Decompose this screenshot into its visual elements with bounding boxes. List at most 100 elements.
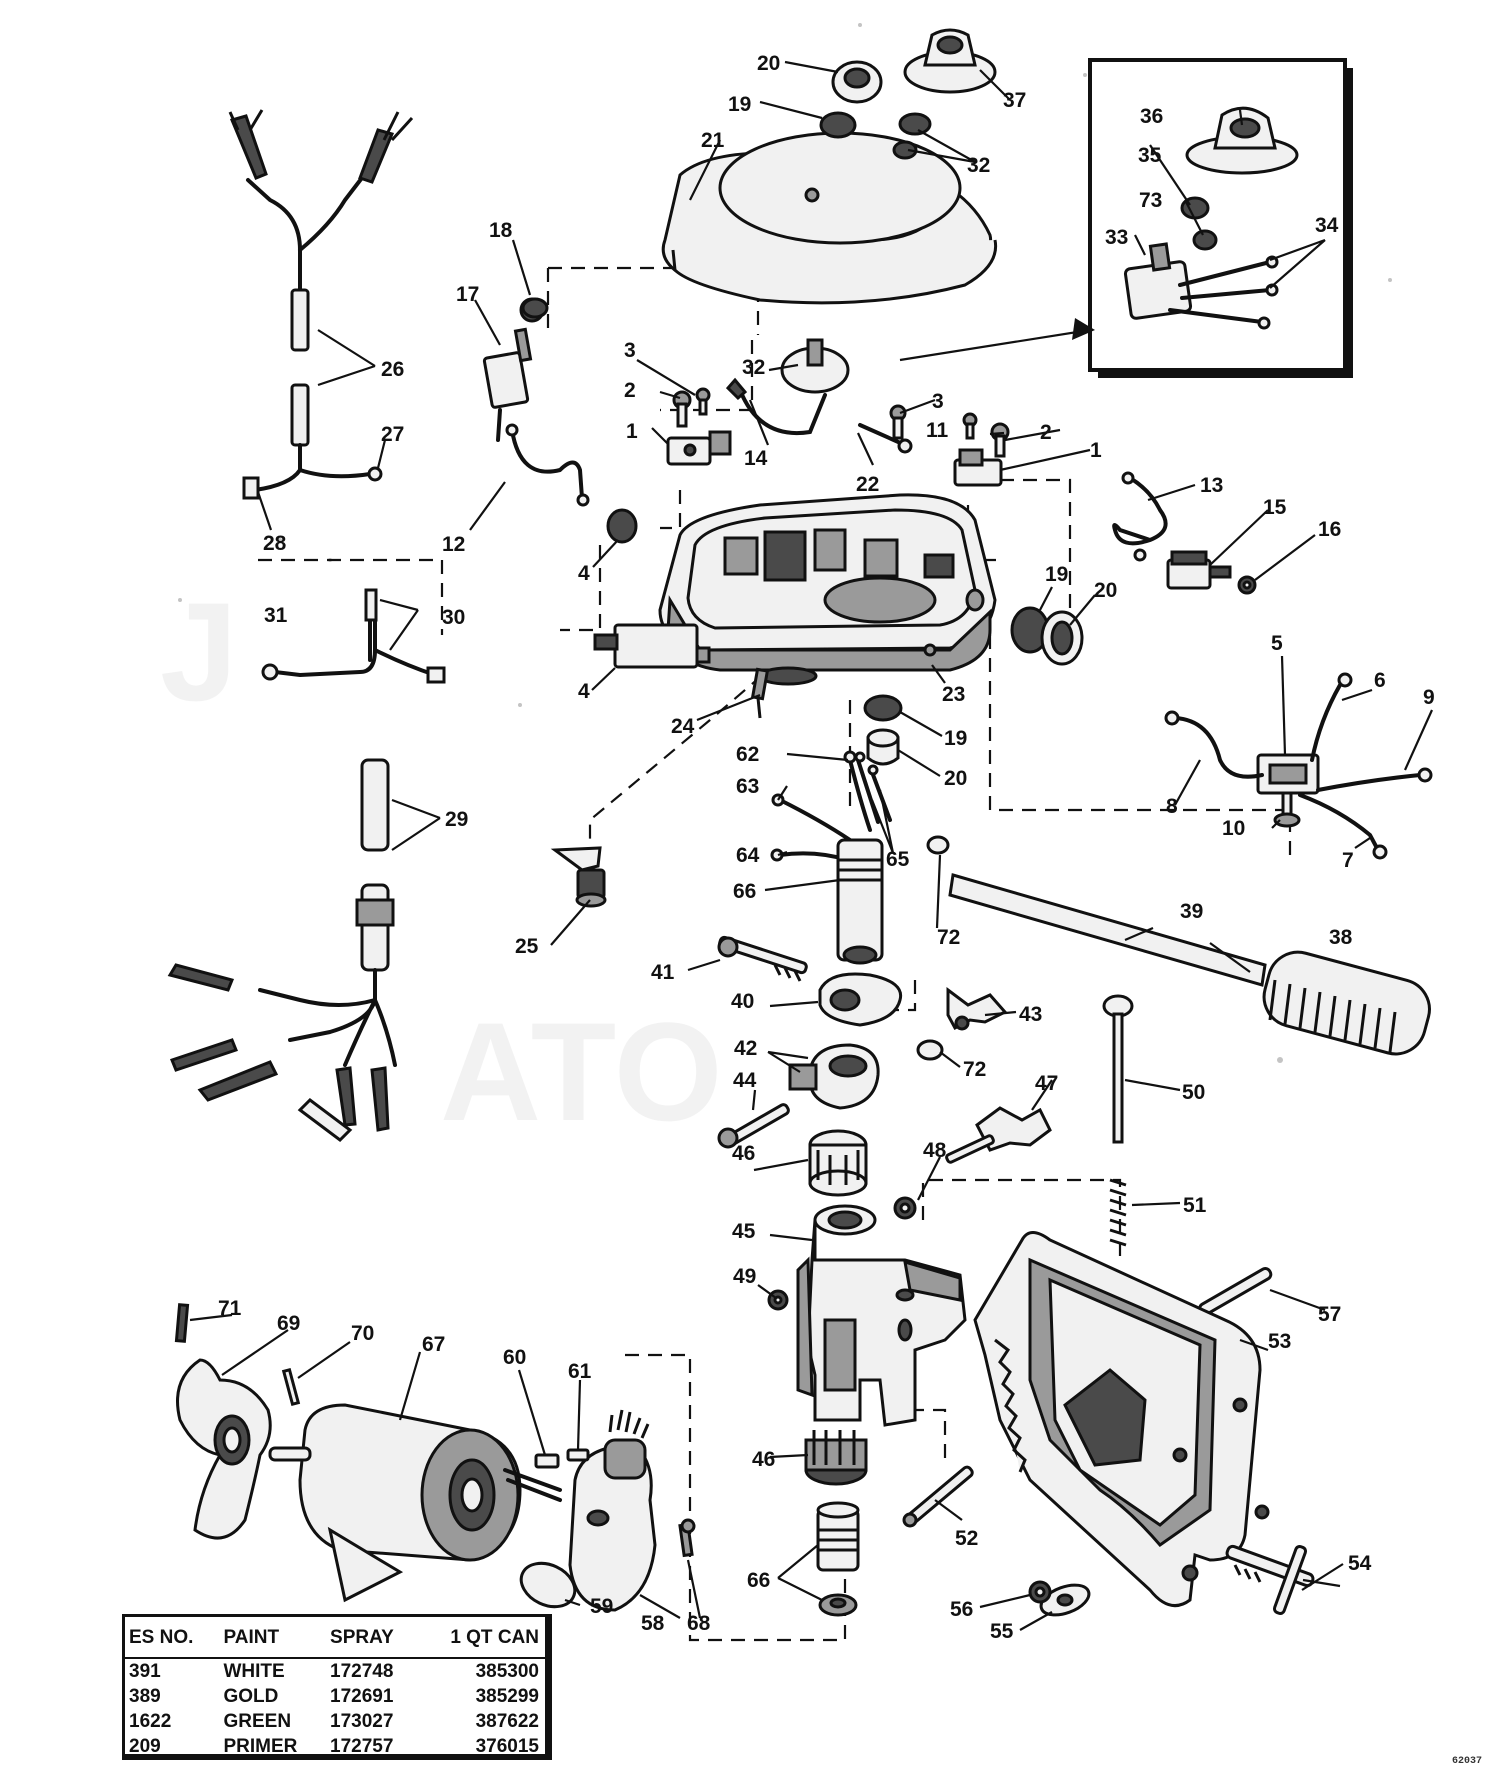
motor-67	[268, 1403, 562, 1603]
callout-23: 23	[942, 683, 965, 706]
callout-66a: 66	[733, 880, 756, 903]
callout-34: 34	[1315, 214, 1339, 237]
callout-25: 25	[515, 935, 539, 958]
callout-14: 14	[744, 447, 768, 470]
callout-40: 40	[731, 990, 754, 1013]
paint-table-grid: ES NO. PAINT SPRAY 1 QT CAN 391 WHITE 17…	[125, 1617, 545, 1759]
callout-18: 18	[489, 219, 513, 242]
switch-17-and-wire-12	[482, 297, 590, 507]
callout-56: 56	[950, 1598, 973, 1621]
callout-17: 17	[456, 283, 479, 306]
callout-68: 68	[687, 1612, 711, 1635]
callout-38: 38	[1329, 926, 1353, 949]
paint-table-header-row: ES NO. PAINT SPRAY 1 QT CAN	[125, 1617, 545, 1659]
callout-66b: 66	[747, 1569, 770, 1592]
cell-spray: 173027	[330, 1711, 394, 1732]
callout-46b: 46	[752, 1448, 775, 1471]
screw-24	[750, 667, 770, 701]
bushing-46-upper	[808, 1129, 868, 1197]
callout-labels: 20 19 21 37 32 18 17 26 27 28 32 3 2 1 1…	[218, 52, 1435, 1643]
battery-cable-assembly-lower	[167, 588, 446, 1142]
table-row: 1622 GREEN 173027 387622	[125, 1709, 545, 1734]
callout-71: 71	[218, 1297, 242, 1320]
paint-table: ES NO. PAINT SPRAY 1 QT CAN 391 WHITE 17…	[122, 1614, 552, 1760]
clamp-40-and-bolt-41	[717, 935, 903, 1027]
wing-nut-43	[946, 987, 1008, 1031]
callout-73: 73	[1139, 189, 1162, 212]
callout-54: 54	[1348, 1552, 1372, 1575]
tube-parts-66-lower	[816, 1501, 860, 1617]
callout-4a: 4	[578, 562, 590, 585]
callout-46a: 46	[732, 1142, 755, 1165]
cell-es-no: 391	[129, 1661, 161, 1682]
callout-32b: 32	[742, 356, 765, 379]
callout-13: 13	[1200, 474, 1223, 497]
svg-text:ATO: ATO	[440, 993, 723, 1150]
callout-49: 49	[733, 1265, 756, 1288]
toggle-switch-15	[1112, 471, 1257, 595]
callout-63: 63	[736, 775, 759, 798]
callout-67: 67	[422, 1333, 445, 1356]
wing-nut-47-and-washer-48	[893, 1106, 1052, 1220]
callout-21: 21	[701, 129, 725, 152]
callout-47: 47	[1035, 1072, 1058, 1095]
header-paint: PAINT	[219, 1617, 327, 1659]
leader-lines	[189, 60, 1434, 1631]
callout-45: 45	[732, 1220, 756, 1243]
callout-4b: 4	[578, 680, 590, 703]
cell-es-no: 209	[129, 1736, 161, 1757]
header-es-no: ES NO.	[125, 1617, 220, 1659]
callout-72a: 72	[937, 926, 960, 949]
cell-qt-can: 385299	[475, 1686, 539, 1707]
callout-28: 28	[263, 532, 287, 555]
control-housing	[658, 493, 997, 686]
callout-59: 59	[590, 1595, 613, 1618]
cell-qt-can: 376015	[475, 1736, 539, 1757]
callout-22: 22	[856, 473, 879, 496]
callout-33: 33	[1105, 226, 1128, 249]
swivel-bracket-45	[767, 1204, 967, 1427]
callout-20c: 20	[944, 767, 967, 790]
top-cover-plate	[661, 131, 998, 305]
callout-9: 9	[1423, 686, 1435, 709]
callout-31: 31	[264, 604, 288, 627]
clamp-42-and-bolt-44	[717, 1043, 880, 1149]
cell-paint: GOLD	[223, 1686, 279, 1707]
callout-2a: 2	[624, 379, 636, 402]
callout-12: 12	[442, 533, 465, 556]
callout-61: 61	[568, 1360, 592, 1383]
end-cap-58	[534, 1409, 696, 1612]
o-ring-59	[519, 1561, 577, 1609]
tiller-handle-assembly	[916, 835, 1431, 1061]
bushings-right	[863, 606, 1084, 766]
callout-53: 53	[1268, 1330, 1291, 1353]
background-watermark: J ATO	[160, 23, 1392, 1150]
cell-es-no: 1622	[129, 1711, 172, 1732]
callout-30: 30	[442, 606, 465, 629]
cover-knobs-and-bushings	[521, 28, 997, 319]
figure-number: 62037	[1451, 1756, 1482, 1767]
callout-32a: 32	[967, 154, 990, 177]
condenser-and-relay	[593, 508, 762, 719]
callout-64: 64	[736, 844, 760, 867]
cell-paint: WHITE	[223, 1661, 285, 1682]
callout-41: 41	[651, 961, 675, 984]
cell-qt-can: 387622	[475, 1711, 539, 1732]
cell-qt-can: 385300	[475, 1661, 539, 1682]
callout-24: 24	[671, 715, 695, 738]
part-25-bracket	[550, 846, 607, 908]
cell-spray: 172757	[330, 1736, 394, 1757]
bushing-46-lower	[804, 1430, 868, 1486]
callout-62: 62	[736, 743, 759, 766]
cell-spray: 172748	[330, 1661, 394, 1682]
callout-52: 52	[955, 1527, 978, 1550]
callout-8: 8	[1166, 795, 1178, 818]
callout-27: 27	[381, 423, 404, 446]
callout-20a: 20	[757, 52, 780, 75]
callout-37: 37	[1003, 89, 1026, 112]
inset-detail	[899, 58, 1353, 378]
callout-60: 60	[503, 1346, 526, 1369]
table-row: 389 GOLD 172691 385299	[125, 1684, 545, 1709]
callout-19b: 19	[1045, 563, 1068, 586]
